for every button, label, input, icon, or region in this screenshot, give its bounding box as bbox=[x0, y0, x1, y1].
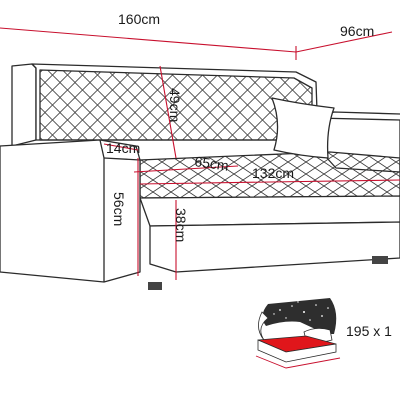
dim-line-depth bbox=[295, 31, 393, 53]
stars bbox=[273, 301, 329, 321]
seat-front bbox=[139, 195, 400, 227]
sofa-leg bbox=[148, 282, 162, 290]
dim-line-seat-depth bbox=[133, 165, 239, 173]
label-armrest-width: 14cm bbox=[106, 140, 140, 156]
label-seat-width: 132cm bbox=[252, 165, 294, 181]
dim-line-seat-width bbox=[139, 179, 400, 185]
pillow bbox=[271, 97, 335, 159]
sofa-base bbox=[149, 221, 400, 273]
left-armrest-front bbox=[0, 139, 141, 283]
bed-frame-icon bbox=[257, 339, 337, 363]
moon-icon bbox=[258, 311, 269, 341]
bed-size-label: 195 x 1 bbox=[346, 323, 392, 339]
dimension-lines bbox=[0, 27, 400, 280]
left-arm-back bbox=[11, 63, 37, 147]
label-depth: 96cm bbox=[340, 23, 374, 39]
night-sky bbox=[262, 298, 337, 334]
label-total-width: 160cm bbox=[118, 11, 160, 27]
dim-line-armrest-width bbox=[103, 143, 139, 151]
dimension-labels: 160cm 96cm 49cm 14cm 65cm 132cm 56cm 38c… bbox=[106, 11, 374, 242]
label-seat-height: 38cm bbox=[173, 208, 189, 242]
bed-function-icon: 195 x 1 bbox=[255, 298, 392, 369]
dim-line-backrest-height bbox=[159, 65, 177, 159]
label-backrest-height: 49cm bbox=[167, 88, 183, 122]
sofa-leg bbox=[372, 256, 388, 264]
label-total-height: 56cm bbox=[111, 192, 127, 226]
label-seat-depth: 65cm bbox=[194, 153, 230, 174]
dim-line-total-width bbox=[0, 27, 297, 53]
sofa-illustration bbox=[0, 63, 400, 290]
bed-width-marker bbox=[255, 355, 341, 369]
